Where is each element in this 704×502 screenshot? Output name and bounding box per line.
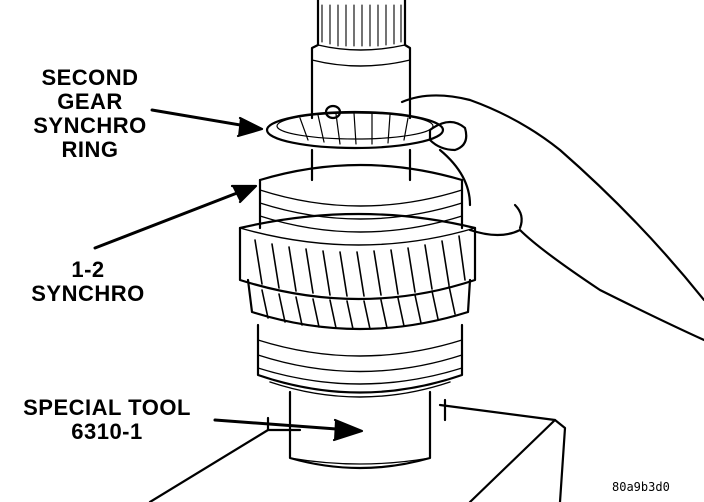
- label-line: 1-2: [71, 257, 105, 282]
- label-line: 6310-1: [71, 419, 143, 444]
- gear-teeth: [254, 235, 466, 330]
- arrow-special-tool: [213, 418, 364, 442]
- label-line: RING: [61, 137, 119, 162]
- label-line: SECOND: [41, 65, 139, 90]
- arrow-synchro-ring: [150, 108, 264, 138]
- figure-code: 80a9b3d0: [612, 480, 670, 494]
- helical-gear: [238, 212, 477, 331]
- arrow-synchro: [93, 184, 258, 250]
- main-shaft: [310, 0, 412, 182]
- label-line: SYNCHRO: [31, 281, 145, 306]
- bench-block: [148, 398, 567, 502]
- special-tool-cylinder: [288, 390, 432, 470]
- synchro-1-2-body: [258, 163, 464, 233]
- lower-synchro-hub: [256, 323, 464, 398]
- label-second-gear-synchro-ring: SECOND GEAR SYNCHRO RING: [10, 66, 170, 162]
- label-line: SPECIAL TOOL: [23, 395, 191, 420]
- label-line: GEAR: [57, 89, 123, 114]
- hand: [400, 94, 704, 342]
- label-special-tool: SPECIAL TOOL 6310-1: [2, 396, 212, 444]
- label-line: SYNCHRO: [33, 113, 147, 138]
- label-1-2-synchro: 1-2 SYNCHRO: [18, 258, 158, 306]
- synchro-ring: [265, 110, 445, 150]
